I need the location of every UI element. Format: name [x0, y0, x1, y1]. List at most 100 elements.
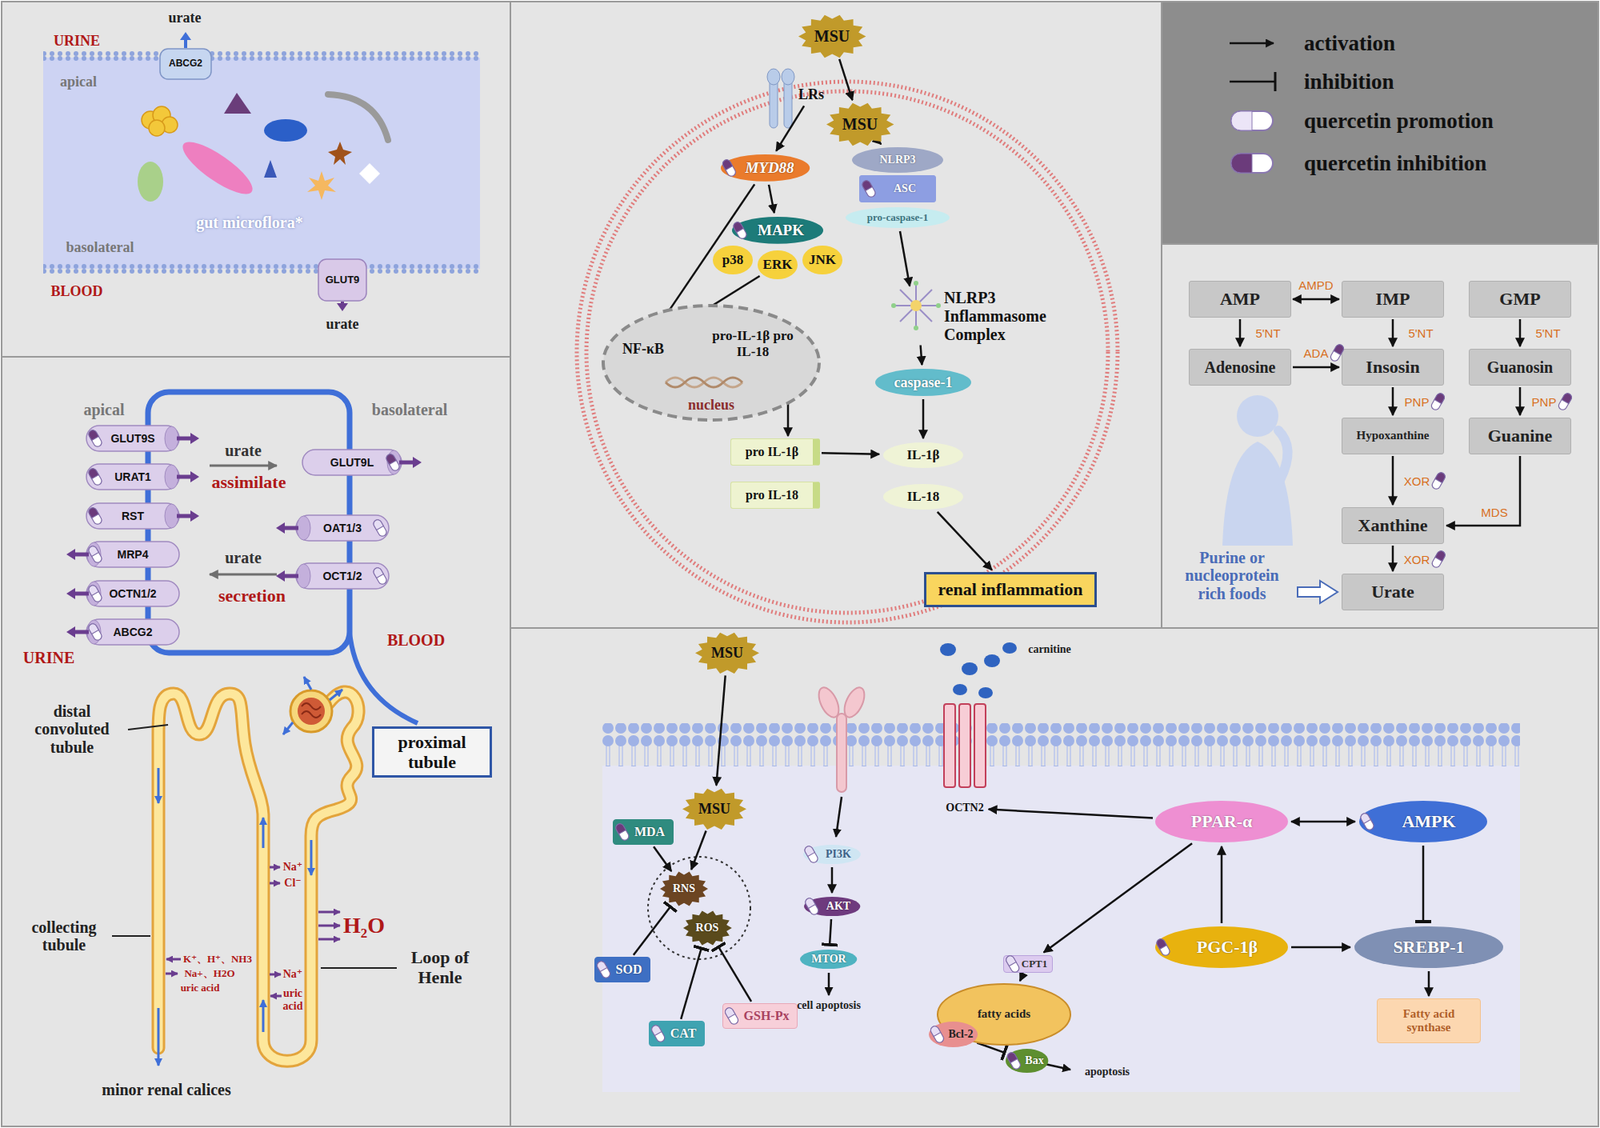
diagram-label: Cl⁻	[284, 876, 301, 890]
activation-arrow	[1239, 319, 1242, 347]
node-text: proximal tubule	[379, 732, 485, 773]
cell-drawing	[940, 642, 1017, 699]
cell-drawing	[952, 684, 968, 696]
quercetin-capsule	[87, 428, 104, 448]
quercetin-capsule	[87, 584, 104, 604]
quercetin-capsule	[372, 518, 388, 538]
node-text: PI3K	[825, 848, 852, 861]
metabolite-box: AMP	[1188, 280, 1292, 318]
radical-burst: RNS	[660, 871, 708, 907]
quercetin-capsule	[732, 220, 744, 233]
diagram-label: URINE	[23, 648, 75, 667]
cell-drawing	[602, 765, 1520, 1092]
legend-text: quercetin inhibition	[1304, 151, 1487, 176]
dna-helix	[665, 377, 743, 388]
node-shape	[800, 949, 857, 969]
quercetin-capsule	[1359, 812, 1376, 832]
proximal-tubule-cell	[148, 392, 418, 724]
node-shape	[336, 303, 348, 312]
node-text: SOD	[616, 962, 643, 977]
inhibition-connector	[718, 946, 752, 1002]
quercetin-capsule	[650, 1024, 662, 1036]
quercetin-capsule	[1333, 343, 1345, 356]
node-shape	[296, 516, 311, 540]
quercetin-capsule	[732, 220, 748, 240]
node-shape	[190, 432, 200, 444]
intestine-drawing	[359, 163, 380, 184]
activation-arrow	[1292, 298, 1340, 301]
enzyme-box: GSH-Px	[722, 1003, 799, 1029]
node-text: ASC	[893, 182, 916, 196]
nephron-drawing	[262, 817, 265, 848]
cell-drawing	[602, 642, 1520, 1092]
node-shape	[86, 464, 180, 490]
quercetin-capsule	[372, 518, 388, 538]
quercetin-capsule	[721, 158, 733, 171]
diagram-label: Loop of Henle	[396, 948, 484, 988]
inflammasome-icon	[913, 325, 919, 331]
node-text: MSU	[698, 800, 731, 818]
node-text: ROS	[696, 921, 720, 935]
diagram-label: minor renal calices	[101, 1080, 231, 1099]
node-text: Hypoxanthine	[1356, 428, 1430, 443]
diagram-label: apical	[60, 73, 97, 90]
quercetin-capsule	[596, 960, 608, 972]
kinase-ellipse: AKT	[802, 895, 862, 918]
node-text: GLUT9	[325, 274, 360, 287]
diagram-label: secretion	[218, 586, 286, 607]
node-text: GLUT9S	[110, 432, 155, 445]
node-text: IL-1β	[906, 447, 940, 464]
intestine-drawing	[264, 119, 308, 142]
legend-sample	[1231, 111, 1273, 131]
diagram-label: apoptosis	[1084, 1065, 1130, 1079]
metabolite-box: Adenosine	[1188, 348, 1292, 386]
quercetin-capsule	[1005, 1051, 1017, 1064]
receptor-icon	[784, 78, 792, 128]
nephron-drawing	[318, 938, 340, 941]
activation-arrow	[653, 846, 672, 872]
node-shape	[798, 14, 866, 58]
diagram-label: urate	[224, 441, 262, 460]
node-shape	[66, 588, 76, 600]
activation-arrow	[922, 399, 925, 439]
intestine-drawing	[141, 106, 178, 136]
node-shape	[180, 32, 192, 40]
node-shape	[883, 442, 964, 468]
node-text: Guanosin	[1487, 358, 1553, 377]
node-text: AMP	[1220, 288, 1260, 309]
node-text: CPT1	[1021, 958, 1048, 971]
activation-arrow	[716, 675, 725, 785]
transporter: RST	[85, 502, 180, 530]
quercetin-capsule	[384, 452, 396, 465]
panel	[1, 1, 511, 357]
legend-text: quercetin promotion	[1304, 108, 1494, 134]
quercetin-capsule	[1561, 392, 1573, 404]
node-shape	[160, 48, 212, 80]
quercetin-capsule	[804, 896, 816, 909]
node-shape	[296, 564, 311, 588]
panel	[510, 628, 1599, 1127]
node-shape	[732, 216, 824, 244]
quercetin-capsule	[372, 566, 388, 586]
diagram-label: basolateral	[372, 400, 448, 419]
protein-ellipse: MYD88	[719, 152, 812, 184]
quercetin-capsule	[596, 960, 612, 980]
inflammasome-icon	[913, 280, 919, 286]
quercetin-capsule	[614, 822, 626, 835]
nephron-drawing	[269, 866, 280, 869]
person-icon	[1236, 395, 1279, 437]
node-text: ABCG2	[112, 625, 152, 639]
quercetin-capsule	[372, 566, 388, 586]
activation-arrow	[1519, 387, 1522, 416]
cell-drawing	[1044, 1064, 1071, 1070]
quercetin-capsule	[929, 1024, 946, 1044]
cell-membrane	[576, 81, 1118, 623]
node-text: OCTN1/2	[108, 587, 156, 600]
diagram-label: urate	[326, 316, 360, 332]
node-shape	[276, 522, 285, 534]
diagram-label: uric acid	[280, 987, 306, 1012]
node-text: PGC-1β	[1196, 936, 1258, 957]
inhibition-connector	[1422, 845, 1425, 923]
receptor-icon	[781, 68, 795, 85]
